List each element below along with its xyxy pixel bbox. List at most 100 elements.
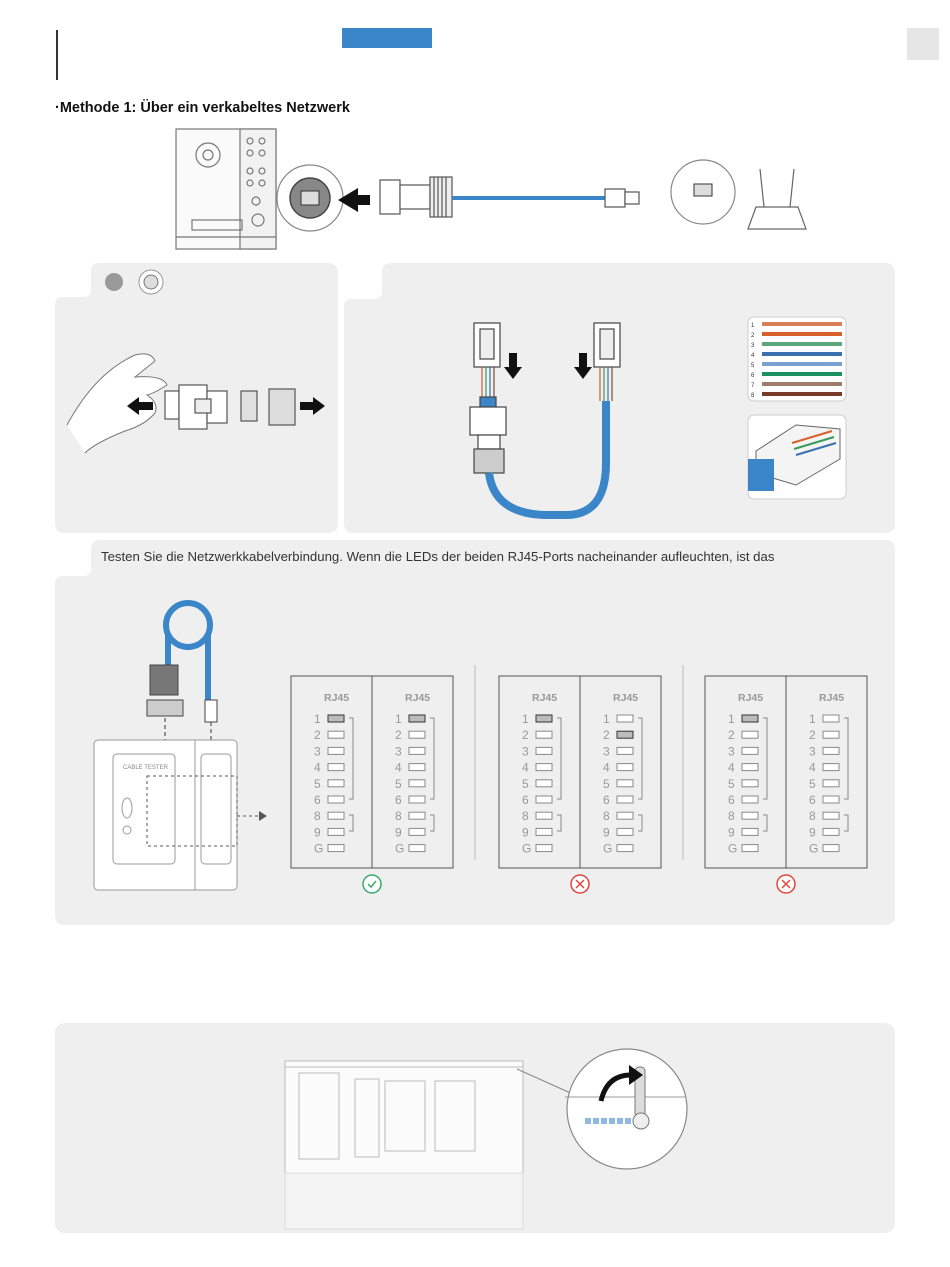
rj45-port-zoom-icon [276,164,344,232]
led-off [535,795,553,804]
led-off [408,827,426,836]
pin-label: G [728,842,737,856]
pin-label: 5 [522,777,529,791]
led-off [535,763,553,772]
pin-label: 1 [603,712,610,726]
inverter-stack-icon [284,1060,524,1230]
pin-label: 4 [728,761,735,775]
pin-label: 2 [603,728,610,742]
pin-label: 3 [603,744,610,758]
method-heading: ·Methode 1: Über ein verkabeltes Netzwer… [55,100,350,116]
pin-label: 8 [522,809,529,823]
header-rule [56,30,58,80]
cable-loop [485,401,610,519]
antenna-zoom-circle [566,1048,688,1170]
panel-divider [474,665,684,860]
connector-parts-icon [164,384,296,430]
led-off [408,844,426,853]
cable-test-caption: Testen Sie die Netzwerkkabelverbindung. … [101,549,775,564]
rj45-label: RJ45 [324,692,349,704]
led-off [616,714,634,723]
pin-label: 4 [603,761,610,775]
connector-end-icon [138,269,164,295]
led-off [741,746,759,755]
pin-label: 8 [728,809,735,823]
pin-label: 6 [728,793,735,807]
pin-label: 2 [728,728,735,742]
pin-label: 6 [314,793,321,807]
wire-number: 5 [751,363,755,369]
rj45-label: RJ45 [405,692,430,704]
pin-label: 8 [603,809,610,823]
antenna-icon [565,1065,685,1130]
pin-label: 3 [395,744,402,758]
led-off [741,827,759,836]
wire-number: 2 [751,333,755,339]
led-off [616,763,634,772]
pin-label: 5 [728,777,735,791]
led-off [616,746,634,755]
pin-bracket [349,814,354,832]
wire-number: 3 [751,343,755,349]
led-off [535,779,553,788]
led-off [822,795,840,804]
rj45-label: RJ45 [819,692,844,704]
led-off [616,779,634,788]
led-off [327,730,345,739]
led-off [741,811,759,820]
led-off [535,827,553,836]
connector-down-icon [469,396,507,474]
push-down-arrow-icon [504,353,522,379]
led-off [408,811,426,820]
led-off [616,795,634,804]
pin-label: G [522,842,531,856]
tester-title: CABLE TESTER [123,765,169,771]
pin-bracket [638,814,643,832]
pin-bracket [763,814,768,832]
pin-bracket [557,814,562,832]
led-off [327,779,345,788]
cross-mark [781,879,791,889]
pin-label: 3 [522,744,529,758]
cross-mark [575,879,585,889]
led-off [822,763,840,772]
router-icon [747,168,807,230]
pull-left-arrow-icon [127,397,153,415]
overview-illustration [175,128,807,250]
rj45-plug-left-icon [473,322,501,397]
pin-label: 2 [314,728,321,742]
led-off [535,730,553,739]
pin-label: 1 [522,712,529,726]
led-off [327,827,345,836]
led-off [408,795,426,804]
pin-label: 1 [395,712,402,726]
pin-label: G [314,842,323,856]
panel-disassemble [55,263,338,533]
pin-label: 6 [395,793,402,807]
zoom-line [516,1068,576,1096]
led-lit [408,714,426,723]
led-off [822,746,840,755]
pin-label: G [603,842,612,856]
led-off [327,746,345,755]
led-off [535,746,553,755]
led-off [822,714,840,723]
led-off [741,795,759,804]
pin-label: 5 [603,777,610,791]
pin-bracket [557,717,562,800]
section-tab [342,28,432,48]
wire-number: 8 [751,393,755,399]
rj45-plug-right-icon [593,322,621,401]
push-down-arrow-icon [574,353,592,379]
pin-label: 9 [728,825,735,839]
led-lit [741,714,759,723]
pin-bracket [844,814,849,832]
pull-right-arrow-icon [300,397,325,415]
pin-label: 3 [314,744,321,758]
pin-label: G [809,842,818,856]
led-off [616,811,634,820]
wire-number: 4 [751,353,755,359]
led-off [741,763,759,772]
pin-label: 9 [395,825,402,839]
arrow-left-icon [338,188,370,212]
